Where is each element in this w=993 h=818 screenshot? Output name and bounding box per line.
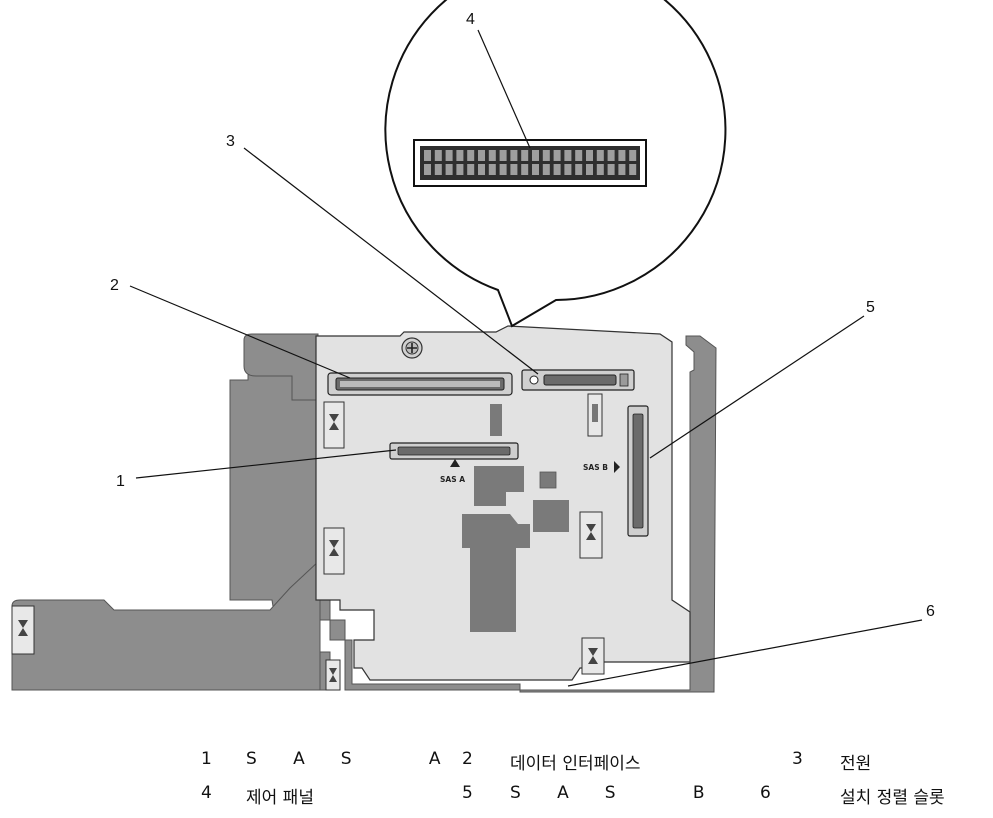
component-block bbox=[474, 466, 524, 506]
connector-pin bbox=[488, 164, 496, 175]
connector-pin bbox=[456, 150, 464, 161]
power-connector bbox=[521, 369, 635, 391]
legend-text-alignment-slot: 설치 정렬 슬롯 bbox=[840, 788, 945, 808]
component-chip-large bbox=[533, 500, 569, 532]
data-interface-connector bbox=[327, 372, 513, 396]
connector-pin bbox=[618, 150, 626, 161]
connector-pin bbox=[553, 150, 561, 161]
latch-part-inner bbox=[592, 404, 598, 422]
sas-b-label: SAS B bbox=[583, 463, 608, 472]
legend-num-3: 3 bbox=[792, 749, 803, 769]
callout-line-4 bbox=[477, 29, 531, 149]
callout-line-2 bbox=[129, 285, 351, 379]
connector-pin bbox=[553, 164, 561, 175]
connector-pin bbox=[575, 150, 583, 161]
alignment-clip-left-top bbox=[323, 401, 345, 449]
sas-a-label: SAS A bbox=[440, 475, 465, 484]
connector-pin bbox=[510, 150, 518, 161]
callout-line-6 bbox=[567, 619, 923, 687]
legend-num-5: 5 bbox=[462, 783, 473, 803]
connector-pin bbox=[424, 150, 431, 161]
legend-text-sas-a: SAS A bbox=[246, 749, 477, 769]
component-chip bbox=[539, 471, 557, 489]
callout-line-1 bbox=[135, 449, 397, 479]
connector-pin bbox=[542, 164, 550, 175]
connector-pin bbox=[434, 150, 442, 161]
callout-line-5 bbox=[649, 315, 865, 459]
connector-pin bbox=[521, 164, 529, 175]
legend-text-control-panel: 제어 패널 bbox=[246, 788, 314, 808]
callout-3: 3 bbox=[226, 133, 235, 150]
sas-a-arrow-icon bbox=[450, 459, 460, 467]
connector-pin bbox=[478, 150, 485, 161]
legend-text-power: 전원 bbox=[840, 754, 872, 774]
connector-pin bbox=[532, 150, 539, 161]
connector-pin bbox=[607, 150, 615, 161]
sas-b-arrow-icon bbox=[614, 461, 620, 473]
legend-num-4: 4 bbox=[201, 783, 212, 803]
connector-pin bbox=[478, 164, 485, 175]
component-block bbox=[490, 404, 502, 436]
connector-pin bbox=[521, 150, 529, 161]
connector-pin bbox=[586, 150, 593, 161]
connector-pin bbox=[564, 150, 572, 161]
connector-pin bbox=[618, 164, 626, 175]
connector-pin bbox=[532, 164, 539, 175]
callout-5: 5 bbox=[866, 299, 875, 316]
callout-1: 1 bbox=[116, 473, 125, 490]
alignment-clip-right bbox=[579, 511, 603, 559]
backplane-left-arm bbox=[243, 333, 319, 401]
connector-pin bbox=[499, 150, 507, 161]
connector-pin bbox=[575, 164, 583, 175]
legend-row-2: 4 제어 패널 5 SAS B 6 설치 정렬 슬롯 bbox=[0, 783, 993, 811]
legend-num-1: 1 bbox=[201, 749, 212, 769]
installation-alignment-slot-6 bbox=[581, 637, 605, 675]
alignment-clip-bottom-left bbox=[325, 659, 341, 691]
legend-text-data-interface: 데이터 인터페이스 bbox=[510, 754, 641, 774]
connector-pin bbox=[596, 150, 604, 161]
connector-pin bbox=[467, 164, 475, 175]
legend-num-6: 6 bbox=[760, 783, 771, 803]
connector-pin bbox=[586, 164, 593, 175]
component-block-tall bbox=[462, 514, 530, 632]
legend-row-1: 1 SAS A 2 데이터 인터페이스 3 전원 bbox=[0, 749, 993, 777]
sas-b-connector bbox=[614, 405, 649, 537]
connector-pin bbox=[456, 164, 464, 175]
connector-pin bbox=[488, 150, 496, 161]
callout-4: 4 bbox=[466, 11, 475, 28]
connector-pin bbox=[542, 150, 550, 161]
connector-pin bbox=[445, 150, 453, 161]
legend-num-2: 2 bbox=[462, 749, 473, 769]
connector-pin bbox=[564, 164, 572, 175]
alignment-clip-left-bottom bbox=[323, 527, 345, 575]
connector-pin bbox=[596, 164, 604, 175]
callout-6: 6 bbox=[926, 603, 935, 620]
callout-line-3 bbox=[243, 147, 539, 375]
legend-text-sas-b: SAS B bbox=[510, 783, 741, 803]
connector-pin bbox=[499, 164, 507, 175]
sas-a-connector bbox=[389, 442, 519, 467]
connector-pin bbox=[629, 164, 637, 175]
screw-icon bbox=[401, 337, 423, 359]
connector-pin bbox=[424, 164, 431, 175]
connector-pin bbox=[467, 150, 475, 161]
control-panel-connector bbox=[413, 139, 647, 187]
connector-pin bbox=[607, 164, 615, 175]
connector-pin bbox=[510, 164, 518, 175]
connector-pin bbox=[629, 150, 637, 161]
connector-pin bbox=[434, 164, 442, 175]
connector-pins bbox=[424, 150, 637, 175]
connector-pin bbox=[445, 164, 453, 175]
callout-2: 2 bbox=[110, 277, 119, 294]
alignment-clip-far-left bbox=[11, 605, 35, 655]
